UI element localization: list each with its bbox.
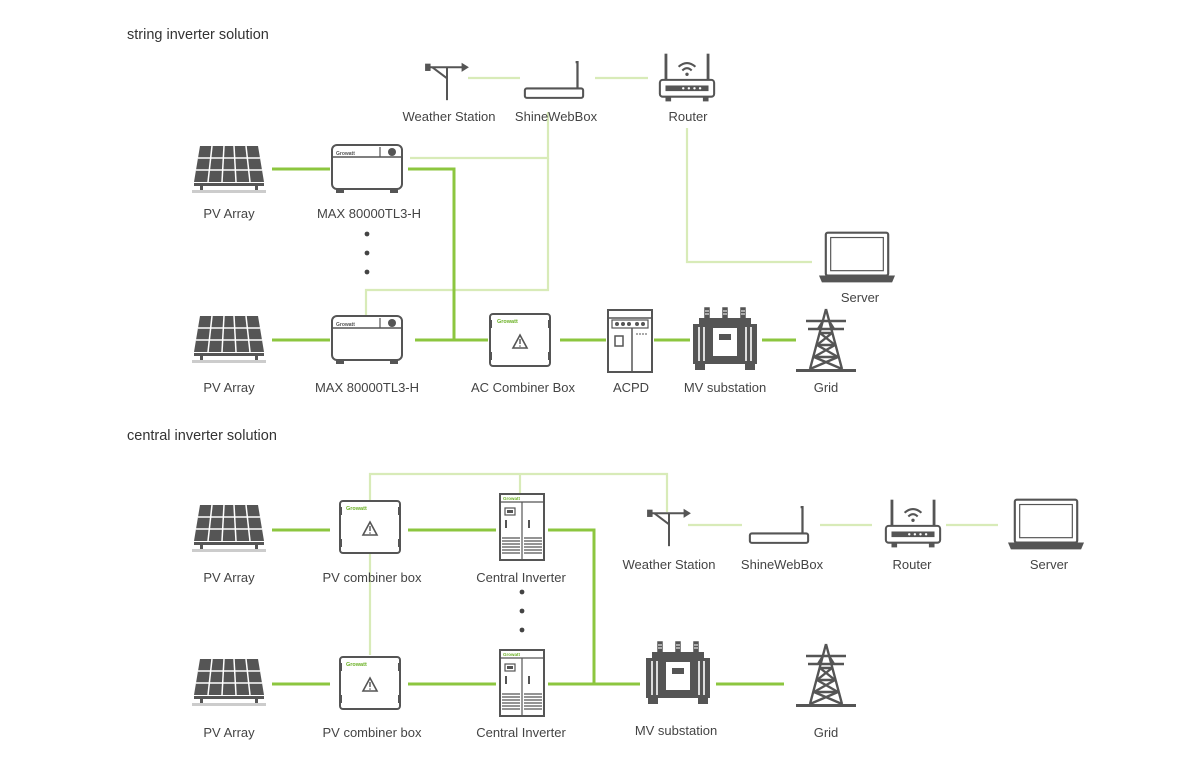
central-inverter-2: Central Inverter <box>476 649 566 740</box>
string-section-title: string inverter solution <box>127 27 269 43</box>
central-inverter-1-label: Central Inverter <box>476 570 566 585</box>
webbox-icon <box>748 506 810 544</box>
central-pv-combiner-1: Growatt PV combiner box <box>323 500 422 585</box>
central-pv-array-1: PV Array <box>191 504 267 585</box>
string-grid: Grid <box>794 307 858 395</box>
central-comm-lines <box>368 472 998 655</box>
central-weather-station-label: Weather Station <box>623 557 716 572</box>
central-pv-array-2: PV Array <box>191 658 267 740</box>
central-continuation-dots <box>519 589 525 633</box>
transformer-icon <box>645 641 711 705</box>
string-mv-substation: MV substation <box>684 307 766 395</box>
string-inverter-2-label: MAX 80000TL3-H <box>315 380 419 395</box>
transmission-tower-icon <box>794 642 858 708</box>
router-icon <box>658 52 716 103</box>
string-pv-array-2: PV Array <box>191 315 267 395</box>
string-webbox: ShineWebBox <box>515 61 598 124</box>
central-webbox: ShineWebBox <box>741 506 824 572</box>
string-inverter-1: MAX 80000TL3-H <box>317 144 421 221</box>
central-pv-array-1-label: PV Array <box>203 570 255 585</box>
string-weather-station-label: Weather Station <box>403 109 496 124</box>
brand-mark: Growatt <box>346 662 367 668</box>
string-server-label: Server <box>841 290 880 305</box>
string-router-label: Router <box>668 109 708 124</box>
string-inverter-1-label: MAX 80000TL3-H <box>317 206 421 221</box>
central-inverter-1: Central Inverter <box>476 493 566 585</box>
central-server-label: Server <box>1030 557 1069 572</box>
string-router: Router <box>658 52 716 124</box>
string-inverter-2: MAX 80000TL3-H <box>315 315 419 395</box>
string-power-lines <box>272 167 796 342</box>
central-power-lines <box>272 528 784 686</box>
central-router-label: Router <box>892 557 932 572</box>
central-mv-substation: MV substation <box>635 641 717 738</box>
laptop-icon <box>1007 498 1085 551</box>
string-webbox-label: ShineWebBox <box>515 109 598 124</box>
string-mv-substation-label: MV substation <box>684 380 766 395</box>
central-pv-combiner-1-label: PV combiner box <box>323 570 422 585</box>
string-pv-array-1-label: PV Array <box>203 206 255 221</box>
webbox-icon <box>523 61 585 99</box>
central-weather-station: Weather Station <box>623 507 716 572</box>
string-ac-combiner-label: AC Combiner Box <box>471 380 576 395</box>
string-acpd-label: ACPD <box>613 380 649 395</box>
brand-mark: Growatt <box>497 319 518 325</box>
laptop-icon <box>818 231 896 284</box>
central-webbox-label: ShineWebBox <box>741 557 824 572</box>
solar-panel-icon <box>191 315 267 364</box>
string-comm-lines <box>364 76 812 318</box>
transmission-tower-icon <box>794 307 858 373</box>
central-server: Server <box>1007 498 1085 572</box>
string-ac-combiner: Growatt AC Combiner Box <box>471 313 576 395</box>
weather-station-icon <box>424 61 470 102</box>
string-continuation-dots <box>364 231 370 275</box>
central-pv-combiner-2: Growatt PV combiner box <box>323 656 422 740</box>
string-weather-station: Weather Station <box>403 61 496 124</box>
string-acpd: ACPD <box>607 309 653 395</box>
string-inverter-icon <box>331 144 403 194</box>
central-grid-label: Grid <box>814 725 839 740</box>
solar-panel-icon <box>191 658 267 707</box>
central-inverter-icon <box>499 493 545 561</box>
brand-mark: Growatt <box>346 506 367 512</box>
central-section-title: central inverter solution <box>127 428 277 444</box>
router-icon <box>884 498 942 549</box>
central-mv-substation-label: MV substation <box>635 723 717 738</box>
transformer-icon <box>692 307 758 371</box>
central-inverter-icon <box>499 649 545 717</box>
central-inverter-2-label: Central Inverter <box>476 725 566 740</box>
solar-panel-icon <box>191 504 267 553</box>
acpd-cabinet-icon <box>607 309 653 373</box>
central-grid: Grid <box>794 642 858 740</box>
central-pv-combiner-2-label: PV combiner box <box>323 725 422 740</box>
string-grid-label: Grid <box>814 380 839 395</box>
string-server: Server <box>818 231 896 305</box>
weather-station-icon <box>646 507 692 548</box>
string-pv-array-1: PV Array <box>191 145 267 221</box>
central-router: Router <box>884 498 942 572</box>
string-pv-array-2-label: PV Array <box>203 380 255 395</box>
central-pv-array-2-label: PV Array <box>203 725 255 740</box>
string-inverter-icon <box>331 315 403 365</box>
solar-panel-icon <box>191 145 267 194</box>
